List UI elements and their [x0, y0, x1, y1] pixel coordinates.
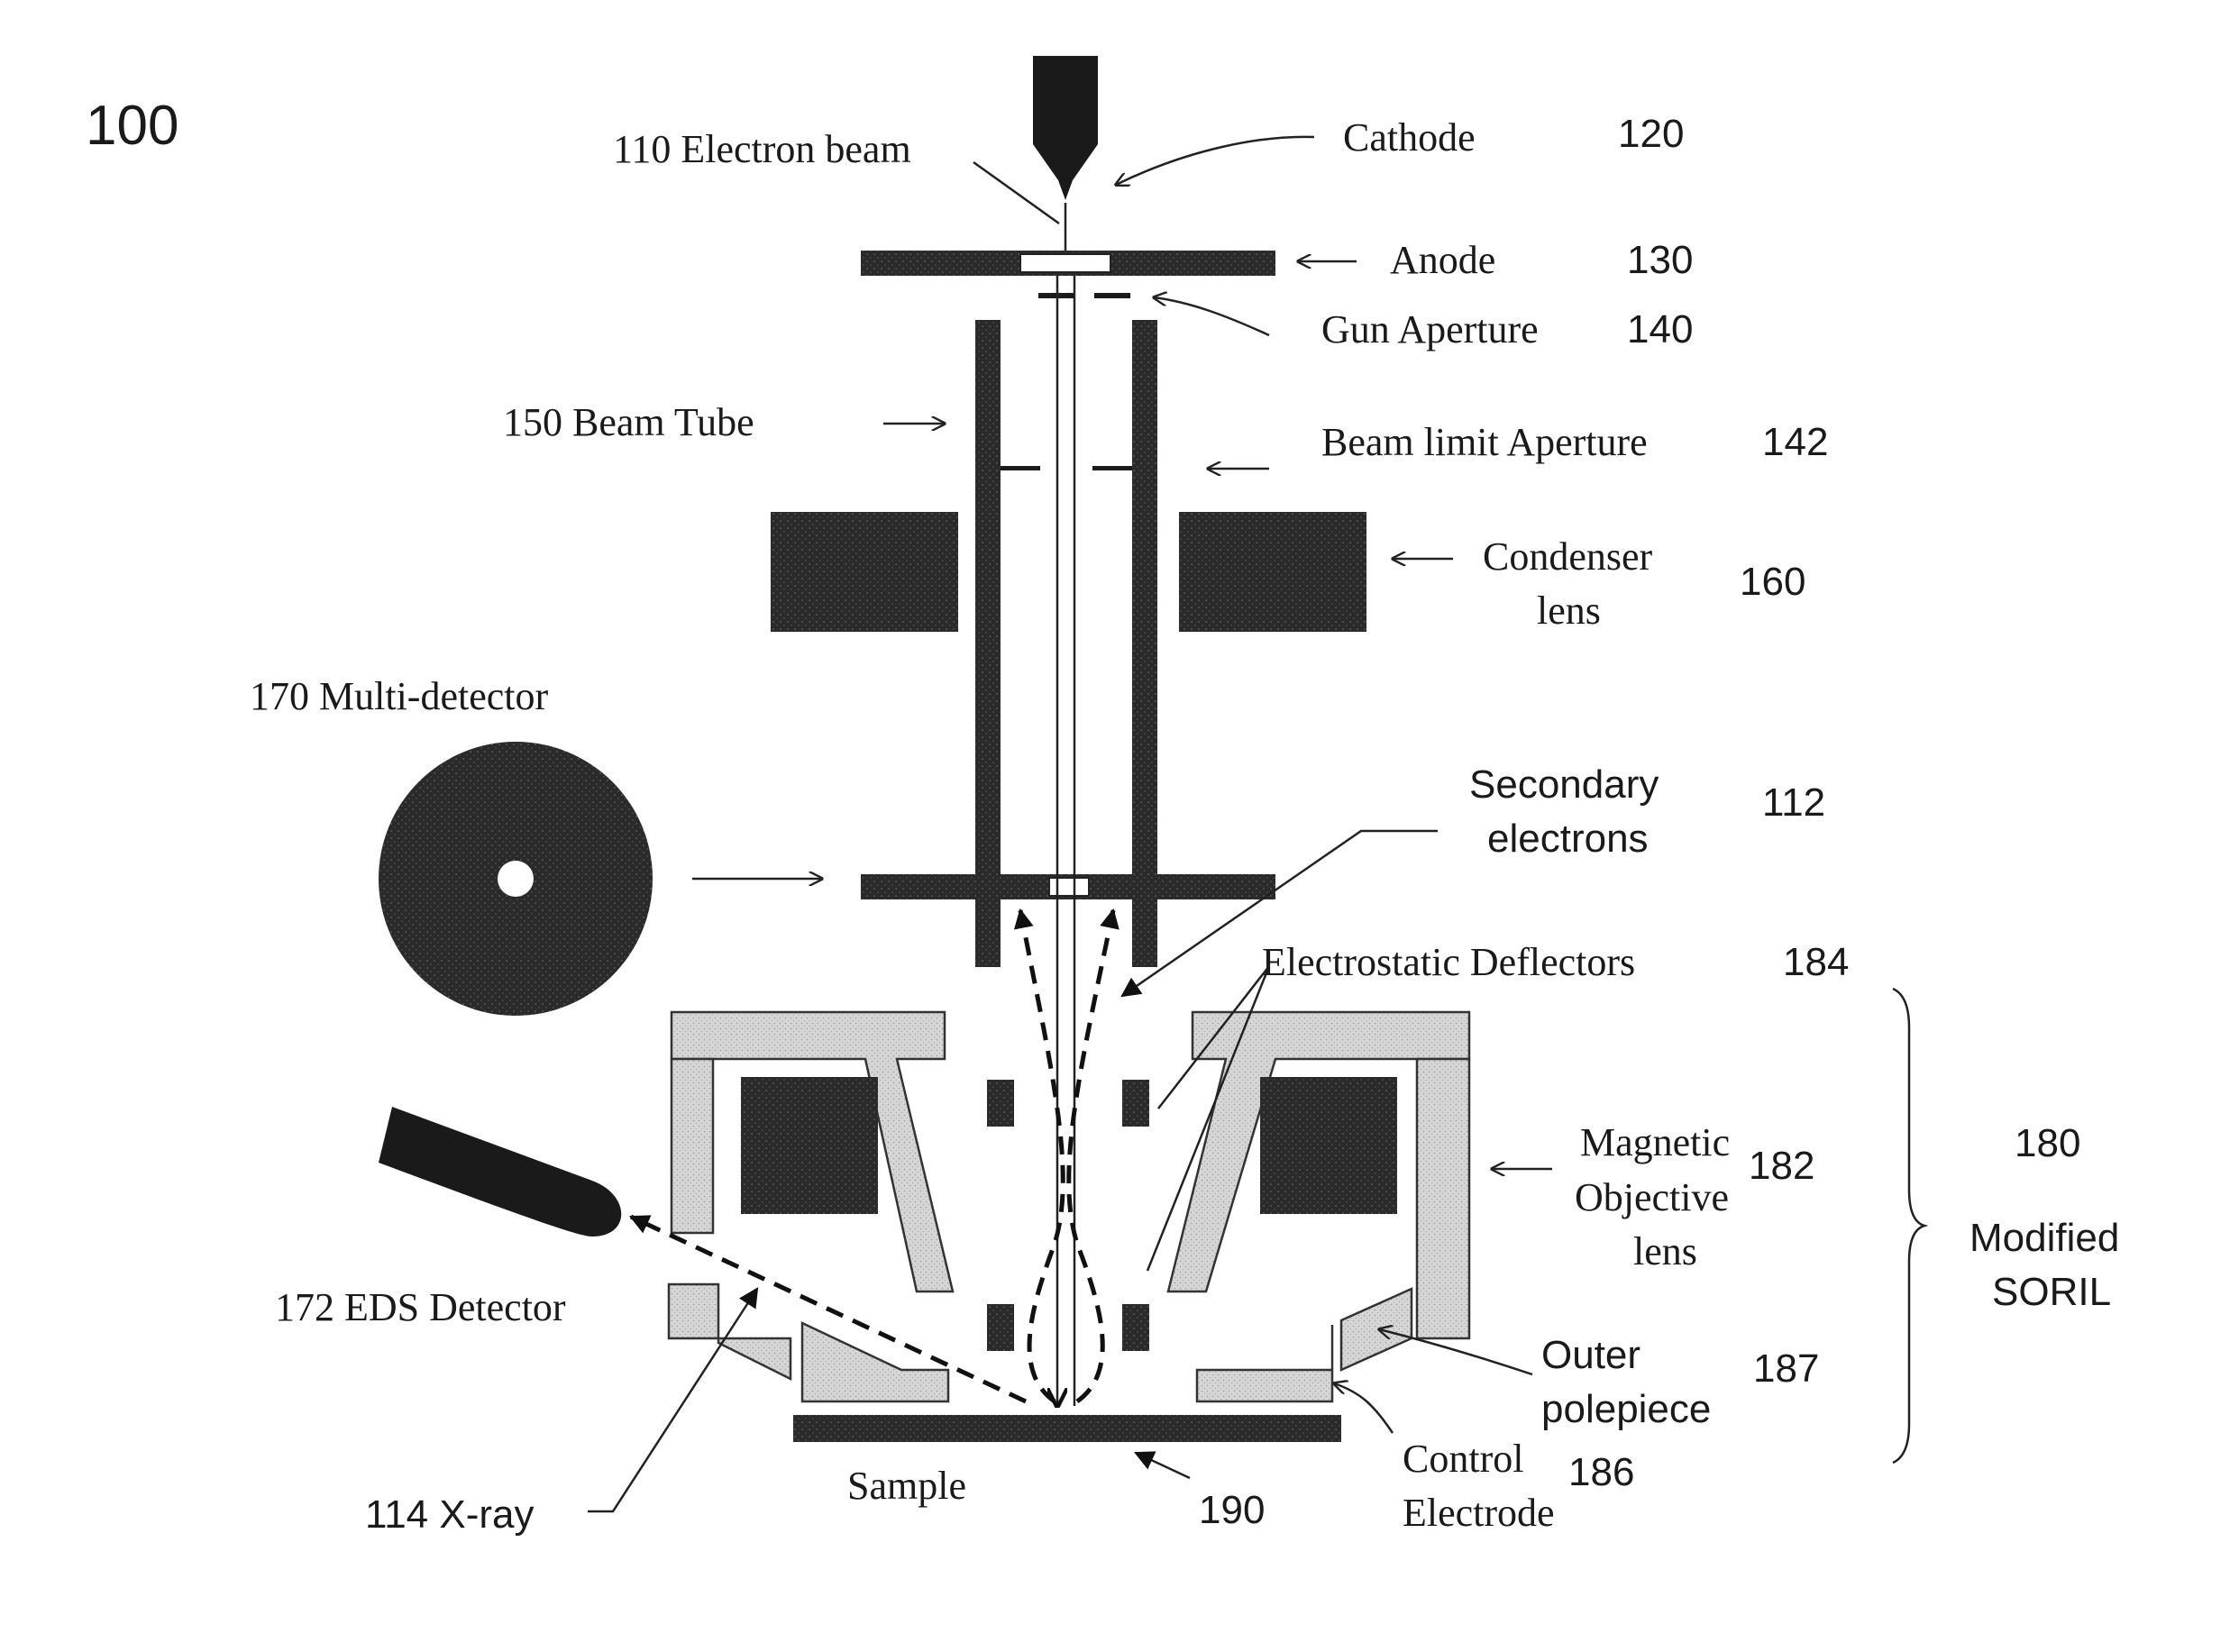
label-condenser-line1: Condenser [1483, 534, 1653, 579]
label-secondary-num: 112 [1762, 780, 1825, 825]
label-cathode-num: 120 [1618, 112, 1684, 156]
label-beam-tube: 150 Beam Tube [503, 400, 754, 444]
label-control-line1: Control [1403, 1437, 1523, 1481]
eds-detector [379, 1107, 621, 1237]
label-magnetic-line1: Magnetic [1580, 1120, 1730, 1164]
label-eds-detector: 172 EDS Detector [275, 1285, 566, 1329]
electrostatic-deflectors [987, 1080, 1149, 1351]
figure-number: 100 [86, 95, 178, 157]
detector-plate [861, 874, 1275, 899]
cathode [1033, 56, 1098, 200]
beam-limit-aperture [1001, 466, 1132, 470]
label-outer-line1: Outer [1541, 1333, 1640, 1377]
gun-aperture [1038, 293, 1130, 298]
label-anode-num: 130 [1627, 238, 1693, 282]
label-cathode: Cathode [1343, 115, 1476, 160]
label-beam-limit-aperture: Beam limit Aperture [1321, 420, 1648, 464]
label-xray: 114 X-ray [365, 1492, 535, 1537]
label-gun-aperture: Gun Aperture [1321, 307, 1539, 351]
label-control-line2: Electrode [1403, 1491, 1555, 1535]
label-soril-line1: Modified [1969, 1216, 2119, 1260]
anode-plate [861, 251, 1275, 276]
label-magnetic-num: 182 [1749, 1144, 1814, 1188]
sample [793, 1415, 1341, 1442]
label-control-num: 186 [1568, 1450, 1634, 1494]
secondary-electron-paths [1020, 910, 1113, 1401]
label-sample-num: 190 [1199, 1488, 1265, 1532]
label-outer-num: 187 [1753, 1346, 1819, 1391]
soril-brace [1893, 989, 1924, 1463]
label-deflectors: Electrostatic Deflectors [1262, 940, 1635, 984]
label-anode: Anode [1390, 238, 1495, 282]
condenser-lens [771, 512, 1366, 632]
label-gun-aperture-num: 140 [1627, 307, 1693, 351]
multi-detector [379, 742, 653, 1016]
label-magnetic-line2: Objective [1575, 1175, 1729, 1219]
label-soril-line2: SORIL [1992, 1270, 2111, 1314]
label-multi-detector: 170 Multi-detector [250, 674, 548, 718]
label-electron-beam: 110 Electron beam [613, 127, 911, 171]
label-sample: Sample [847, 1464, 966, 1508]
outer-polepiece [669, 1284, 1412, 1379]
label-magnetic-line3: lens [1633, 1229, 1697, 1273]
label-deflectors-num: 184 [1783, 940, 1849, 984]
label-outer-line2: polepiece [1541, 1387, 1711, 1431]
label-soril-num: 180 [2015, 1121, 2080, 1165]
label-condenser-num: 160 [1740, 560, 1805, 604]
label-secondary-line2: electrons [1487, 817, 1649, 861]
beam-tube [975, 320, 1157, 967]
label-condenser-line2: lens [1537, 589, 1601, 633]
label-beam-limit-aperture-num: 142 [1762, 420, 1828, 464]
label-secondary-line1: Secondary [1469, 762, 1659, 807]
